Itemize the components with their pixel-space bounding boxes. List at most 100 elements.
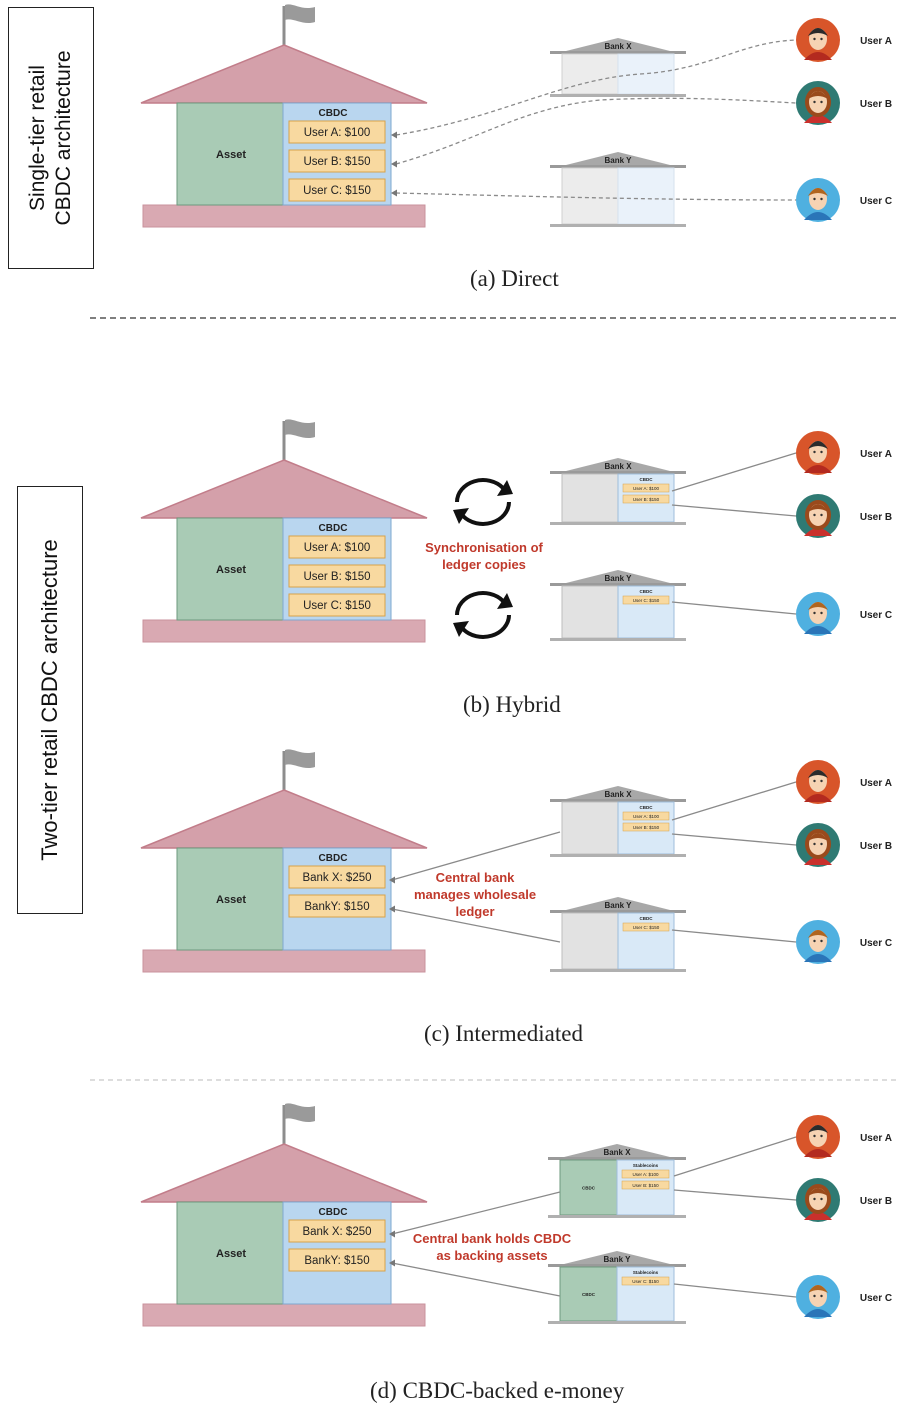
avatar-eye <box>813 1134 816 1138</box>
user-b-avatar: User B <box>796 823 892 867</box>
avatar-eye <box>820 779 823 783</box>
avatar-body <box>804 465 832 473</box>
caption-hybrid: (b) Hybrid <box>463 692 561 717</box>
avatar-body <box>804 1212 832 1220</box>
ledger-entry-label: User C: $150 <box>303 600 371 612</box>
bank-ledger-entry <box>622 595 670 605</box>
link-user-c <box>671 929 797 943</box>
bank-stablecoins-label: Stablecoins <box>633 1270 659 1275</box>
bank-ledger-entry-label: User C: $150 <box>633 598 660 603</box>
bank-label: Bank Y <box>605 901 633 910</box>
bank-body-left <box>561 53 619 95</box>
bank-ledger-entry-label: User A: $100 <box>632 1172 659 1177</box>
asset-label: Asset <box>216 564 246 576</box>
avatar-body <box>804 794 832 802</box>
avatar-eye <box>813 611 816 615</box>
bank-ledger-entry <box>622 922 670 932</box>
bank-eave <box>550 799 686 802</box>
cbdc-label: CBDC <box>319 853 348 864</box>
ledger-entry <box>288 1248 386 1272</box>
bank-body-right <box>617 53 675 95</box>
asset-label: Asset <box>216 1248 246 1260</box>
arrow-head <box>389 876 395 884</box>
avatar-eye <box>813 1197 816 1201</box>
avatar-hair-top <box>808 930 828 938</box>
avatar-body <box>804 857 832 865</box>
avatar-eye <box>813 197 816 201</box>
avatar-eye <box>813 1294 816 1298</box>
single-tier-label: Single-tier retail CBDC architecture <box>26 50 75 226</box>
bank-roof <box>562 458 674 472</box>
bank-cbdc-label: CBDC <box>640 477 654 482</box>
bank-cbdc-label: CBDC <box>640 589 654 594</box>
bank-ledger-entry <box>621 1276 670 1286</box>
avatar-body <box>804 1149 832 1157</box>
avatar-hair-top <box>808 1188 828 1196</box>
arrow-head <box>389 905 395 913</box>
link-bank-y <box>391 1262 561 1297</box>
asset-block <box>176 102 284 206</box>
user-label: User B <box>860 512 892 523</box>
user-label: User B <box>860 1196 892 1207</box>
ledger-entry <box>288 593 386 617</box>
bank-label: Bank X <box>604 42 632 51</box>
avatar-eye <box>820 611 823 615</box>
avatar-eye <box>820 842 823 846</box>
sync-cycle-icon <box>453 478 513 526</box>
bank-eave <box>550 910 686 913</box>
user-label: User C <box>860 196 892 207</box>
bank-label: Bank Y <box>605 574 633 583</box>
bank-eave <box>548 1264 686 1267</box>
ledger-entry-label: User B: $150 <box>303 571 370 583</box>
link-user-a <box>671 452 797 492</box>
wholesale-annotation: Central bank <box>436 870 516 885</box>
roof <box>140 44 428 104</box>
bank-body-left <box>561 473 619 523</box>
link-user-c <box>671 601 797 615</box>
backing-annotation: as backing assets <box>436 1248 547 1263</box>
flag-icon <box>285 1103 315 1123</box>
avatar-eye <box>820 1134 823 1138</box>
bank-y-a: Bank Y <box>550 152 686 227</box>
link-user-b <box>671 504 797 517</box>
user-b-avatar: User B <box>796 81 892 125</box>
avatar-body <box>804 115 832 123</box>
wholesale-annotation: manages wholesale <box>414 887 536 902</box>
cycle-arc-top <box>455 591 505 616</box>
user-a-avatar: User A <box>796 18 892 62</box>
dashed-link-user-b <box>395 97 797 165</box>
cycle-arc-bottom <box>461 501 511 526</box>
base <box>142 1303 426 1327</box>
two-tier-label: Two-tier retail CBDC architecture <box>37 539 62 861</box>
flag-icon <box>285 749 315 769</box>
bank-body-left <box>561 167 619 225</box>
bank-ledger-entry <box>621 1180 670 1190</box>
link-user-c <box>673 1283 797 1298</box>
bank-ledger-entry <box>621 1169 670 1179</box>
roof <box>140 1143 428 1203</box>
user-label: User B <box>860 99 892 110</box>
bank-roof <box>560 1144 674 1158</box>
avatar-eye <box>813 100 816 104</box>
bank-floor <box>550 854 686 857</box>
ledger-entry <box>288 120 386 144</box>
cycle-head-top <box>497 593 513 609</box>
user-c-avatar: User C <box>796 178 892 222</box>
ledger-entry-label: BankY: $150 <box>304 1255 369 1267</box>
roof <box>140 459 428 519</box>
bank-floor <box>550 969 686 972</box>
avatar-hair-top <box>808 441 828 449</box>
wholesale-annotation: ledger <box>455 904 494 919</box>
bank-eave <box>550 471 686 474</box>
dashed-link-user-a <box>395 39 797 136</box>
user-a-avatar: User A <box>796 1115 892 1159</box>
bank-roof <box>562 786 674 800</box>
backing-annotation: Central bank holds CBDC <box>413 1231 572 1246</box>
avatar-eye <box>820 197 823 201</box>
arrow-head <box>391 131 397 139</box>
base <box>142 619 426 643</box>
cbdc-label: CBDC <box>319 108 348 119</box>
